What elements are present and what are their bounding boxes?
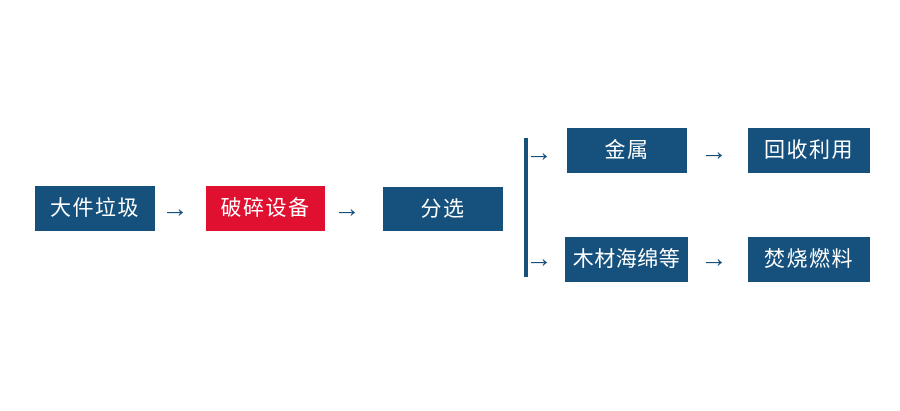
branch-arrow-top-icon: → [525,137,553,167]
node-recycling: 回收利用 [748,128,870,173]
node-incineration-fuel: 焚烧燃料 [748,237,870,282]
right-arrow-icon: → [700,243,728,273]
right-arrow-icon: → [161,193,189,223]
node-bulky-waste: 大件垃圾 [35,186,155,231]
branch-split-line [524,138,528,277]
node-metal: 金属 [567,128,687,173]
node-crushing-equipment: 破碎设备 [206,186,325,231]
branch-arrow-bottom-icon: → [525,243,553,273]
right-arrow-icon: → [333,193,361,223]
node-sorting: 分选 [383,187,503,231]
node-wood-sponge-etc: 木材海绵等 [565,237,688,282]
right-arrow-icon: → [700,136,728,166]
